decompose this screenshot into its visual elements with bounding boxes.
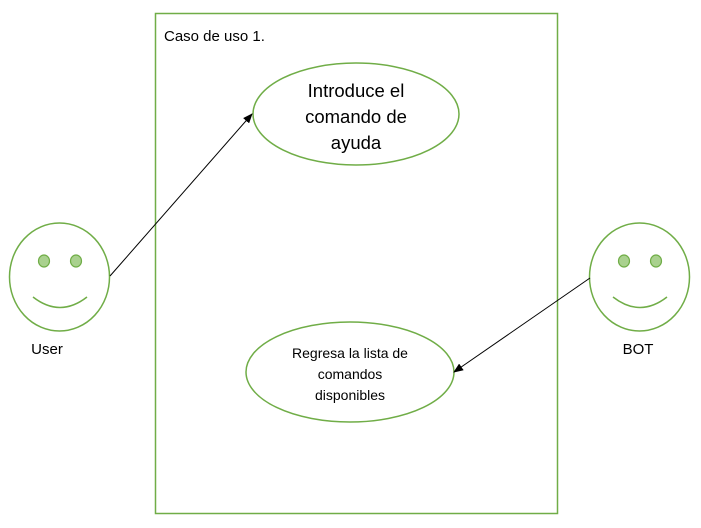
use-case-line-2: comandos — [318, 366, 383, 382]
use-case-line-1: Introduce el — [308, 80, 405, 101]
boundary-title: Caso de uso 1. — [164, 28, 265, 45]
right-eye — [649, 254, 663, 268]
actor-label: BOT — [623, 341, 654, 358]
smiley-face-icon — [8, 222, 111, 332]
use-case-ellipse — [252, 62, 460, 166]
use-case-line-3: ayuda — [331, 132, 382, 153]
association-arrow-bot-to-use-case-2 — [453, 277, 591, 373]
left-eye — [617, 254, 631, 268]
association-arrow-user-to-use-case-1 — [109, 113, 253, 277]
right-eye — [69, 254, 83, 268]
smile — [612, 296, 668, 309]
use-case-return-command-list: Regresa la lista de comandos disponibles — [245, 321, 455, 423]
system-boundary — [154, 12, 559, 515]
use-case-line-1: Regresa la lista de — [292, 345, 408, 361]
actor-user: User — [8, 222, 111, 358]
actor-label: User — [31, 341, 63, 358]
smile — [32, 296, 88, 309]
actor-bot: BOT — [588, 222, 691, 358]
use-case-introduce-help-command: Introduce el comando de ayuda — [252, 62, 460, 166]
use-case-line-2: comando de — [305, 106, 407, 127]
left-eye — [37, 254, 51, 268]
smiley-face-icon — [588, 222, 691, 332]
use-case-line-3: disponibles — [315, 387, 385, 403]
